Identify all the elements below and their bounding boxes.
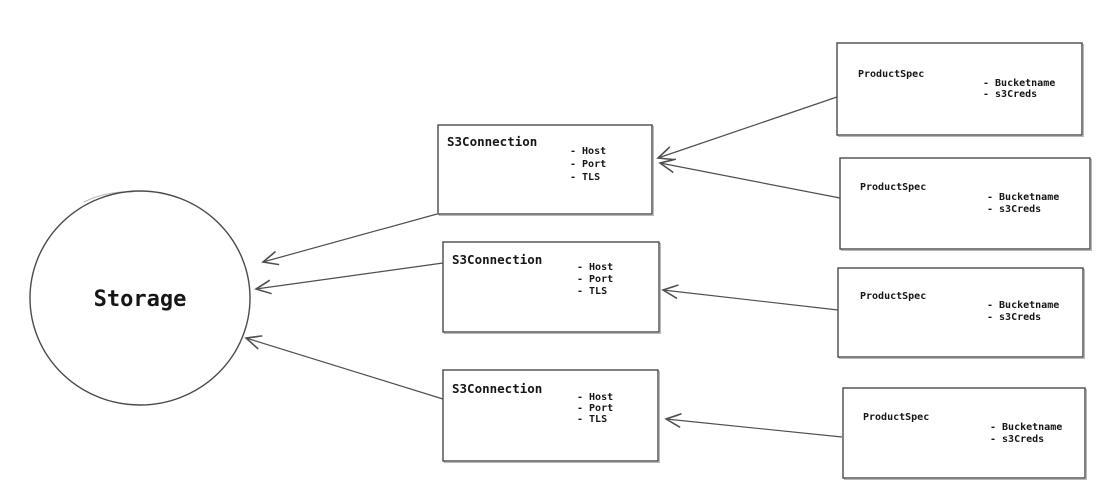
- productspec-node-3[interactable]: [837, 267, 1084, 358]
- edge-productspec-4-to-s3connection-3[interactable]: [664, 413, 843, 438]
- productspec-node-3-group: ProductSpec - Bucketname - s3Creds: [837, 267, 1085, 359]
- storage-node-group: Storage: [29, 190, 251, 406]
- s3connection-attribute: - TLS: [570, 172, 600, 183]
- s3connection-title: S3Connection: [447, 134, 537, 149]
- s3connection-attribute: - TLS: [577, 414, 607, 425]
- s3connection-title: S3Connection: [452, 381, 542, 396]
- productspec-attribute: - s3Creds: [987, 312, 1041, 323]
- productspec-attribute: - Bucketname: [990, 422, 1062, 433]
- edge-productspec-3-to-s3connection-2[interactable]: [661, 284, 839, 311]
- productspec-node-2[interactable]: [839, 157, 1091, 250]
- edge-s3connection-1-to-storage[interactable]: [261, 213, 438, 266]
- s3connection-title: S3Connection: [452, 252, 542, 267]
- productspec-attribute: - s3Creds: [987, 204, 1041, 215]
- s3connection-attribute: - Host: [577, 392, 613, 403]
- productspec-title: ProductSpec: [858, 69, 924, 80]
- productspec-node-1-group: ProductSpec - Bucketname - s3Creds: [836, 42, 1084, 137]
- s3connection-attribute: - Host: [570, 146, 606, 157]
- productspec-attribute: - Bucketname: [983, 78, 1055, 89]
- storage-node[interactable]: [29, 190, 251, 406]
- s3connection-attribute: - Port: [577, 274, 613, 285]
- edge-productspec-2-to-s3connection-1[interactable]: [658, 158, 841, 199]
- productspec-attribute: - Bucketname: [987, 300, 1059, 311]
- s3connection-node-1[interactable]: [437, 124, 653, 215]
- s3connection-node-1-group: S3Connection - Host - Port - TLS: [437, 124, 654, 216]
- productspec-attribute: - s3Creds: [983, 89, 1037, 100]
- s3connection-attribute: - Port: [570, 159, 606, 170]
- productspec-node-1[interactable]: [836, 42, 1083, 136]
- s3connection-attribute: - TLS: [577, 286, 607, 297]
- productspec-title: ProductSpec: [860, 182, 926, 193]
- productspec-attribute: - Bucketname: [987, 192, 1059, 203]
- storage-node-sketch-stroke: [83, 191, 134, 203]
- productspec-node-2-group: ProductSpec - Bucketname - s3Creds: [839, 157, 1092, 251]
- s3connection-node-2[interactable]: [442, 241, 660, 333]
- productspec-title: ProductSpec: [860, 291, 926, 302]
- storage-label: Storage: [94, 287, 187, 312]
- productspec-node-4-group: ProductSpec - Bucketname - s3Creds: [842, 387, 1087, 480]
- s3connection-attribute: - Port: [577, 403, 613, 414]
- s3connection-node-3[interactable]: [442, 369, 659, 462]
- productspec-title: ProductSpec: [863, 412, 929, 423]
- s3connection-node-3-group: S3Connection - Host - Port - TLS: [442, 369, 660, 463]
- s3connection-attribute: - Host: [577, 262, 613, 273]
- productspec-node-4[interactable]: [842, 387, 1086, 479]
- edge-productspec-1-to-s3connection-1[interactable]: [656, 96, 838, 161]
- edge-s3connection-2-to-storage[interactable]: [254, 262, 444, 295]
- s3connection-node-2-group: S3Connection - Host - Port - TLS: [442, 241, 661, 334]
- productspec-attribute: - s3Creds: [990, 434, 1044, 445]
- edge-s3connection-3-to-storage[interactable]: [244, 335, 444, 400]
